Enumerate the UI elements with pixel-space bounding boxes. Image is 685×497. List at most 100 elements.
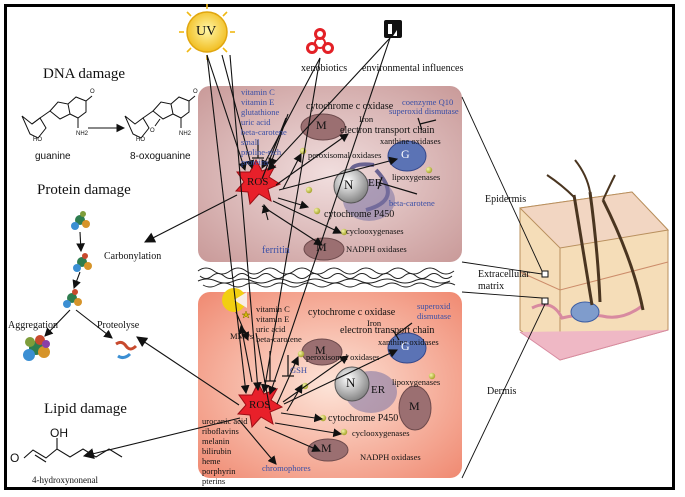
epidermis-g-label: G: [401, 147, 410, 161]
dermis-m3-label: M: [409, 399, 420, 413]
dermis-cyclooxygenases: cyclooxygenases: [352, 428, 410, 438]
uv-sun-icon: [179, 4, 235, 60]
figure-border: [4, 4, 675, 490]
dna-damage-heading: DNA damage: [43, 66, 126, 82]
factory-icon: [384, 20, 402, 38]
epidermis-cyclooxygenases: cyclooxygenases: [346, 226, 404, 236]
dermis-chromophores: chromophores: [262, 463, 311, 473]
dermis-antioxidant-list: vitamin C vitamin E uric acid beta-carot…: [256, 304, 302, 344]
dermis-label: Dermis: [487, 386, 517, 397]
chromophore-item: heme: [202, 456, 221, 466]
chromophore-item: bilirubin: [202, 446, 232, 456]
uv-label: UV: [196, 24, 217, 39]
aggregation-label: Aggregation: [8, 320, 58, 331]
dermis-m1-label: M: [315, 343, 326, 357]
epidermis-er-label: ER: [368, 177, 383, 189]
hne-name-label: 4-hydroxynonenal: [32, 475, 98, 485]
antioxidant-item: uric acid: [256, 324, 286, 334]
biohazard-icon: [306, 28, 334, 54]
epidermis-sod: superoxid dismutase: [389, 106, 459, 116]
guanine-label: guanine: [35, 151, 71, 162]
extracellular-fibers: [197, 267, 456, 288]
hne-oh-label: OH: [50, 426, 68, 440]
lipid-damage-heading: Lipid damage: [44, 401, 127, 417]
guanine-ho-label: HO: [33, 137, 42, 143]
hne-o-label: O: [10, 451, 20, 465]
dermis-sod-line1: superoxid: [417, 301, 451, 311]
oxoguanine-o-label: O: [193, 89, 198, 95]
antioxidant-item: uric acid: [241, 117, 271, 127]
epidermis-xanthine: xanthine oxidases: [380, 136, 441, 146]
chromophore-item: pterins: [202, 476, 226, 486]
antioxidant-item: small: [241, 137, 260, 147]
epidermis-label: Epidermis: [485, 194, 527, 205]
hne-structure: [23, 438, 123, 463]
proteolyse-label: Proteolyse: [97, 320, 140, 331]
skin-block: [518, 159, 670, 361]
epidermis-antioxidant-list: vitamin C vitamin E glutathione uric aci…: [241, 87, 287, 167]
dermis-ros-label: ROS: [249, 399, 271, 411]
epidermis-m1-label: M: [316, 118, 327, 132]
protein-structures: [23, 211, 138, 361]
antioxidant-item: vitamin E: [256, 314, 290, 324]
epidermis-beta-carotene: beta-carotene: [389, 198, 435, 208]
oxoguanine-label: 8-oxoguanine: [130, 151, 191, 162]
dermis-p450: cytochrome P450: [328, 413, 399, 424]
epidermis-cell-body: [198, 86, 462, 262]
dermis-gsh: GSH: [290, 365, 308, 375]
epidermis-nadph: NADPH oxidases: [346, 244, 407, 254]
guanine-o-label: O: [90, 89, 95, 95]
antioxidant-item: glutathione: [241, 107, 280, 117]
carbonylation-label: Carbonylation: [104, 251, 162, 262]
antioxidant-item: beta-carotene: [256, 334, 302, 344]
dermis-m2-label: M: [321, 441, 332, 455]
chromophore-item: porphyrin: [202, 466, 236, 476]
dermis-chromophore-list: urocanic acid riboflavins melanin biliru…: [202, 416, 248, 486]
epidermis-coq10: coenzyme Q10: [402, 97, 454, 107]
guanine-structure: [21, 95, 93, 139]
epidermis-iron: Iron: [359, 114, 374, 124]
antioxidant-item: proteins: [241, 157, 269, 167]
protein-damage-heading: Protein damage: [37, 182, 131, 198]
epidermis-p450: cytochrome P450: [324, 209, 395, 220]
dermis-mmps: MMPs: [230, 331, 254, 341]
chromophore-item: riboflavins: [202, 426, 239, 436]
dermis-n-label: N: [346, 375, 356, 390]
extracellular-matrix-label: Extracellular matrix: [478, 269, 530, 293]
oxoguanine-o8-label: O: [150, 128, 155, 134]
antioxidant-item: proline-rich: [241, 147, 282, 157]
epidermis-m2-label: M: [316, 240, 327, 254]
chromophore-item: melanin: [202, 436, 230, 446]
antioxidant-item: vitamin E: [241, 97, 275, 107]
oxoguanine-structure: [124, 95, 196, 139]
antioxidant-item: beta-carotene: [241, 127, 287, 137]
epidermis-peroxisomal: peroxisomal oxidases: [308, 150, 382, 160]
dermis-nadph: NADPH oxidases: [360, 452, 421, 462]
antioxidant-item: vitamin C: [256, 304, 290, 314]
guanine-nh2-label: NH2: [76, 131, 89, 137]
dermis-etc: electron transport chain: [340, 325, 435, 336]
ecm-label-line1: Extracellular: [478, 269, 530, 280]
xenobiotics-label: xenobiotics: [301, 63, 348, 74]
dermis-g-label: G: [401, 339, 410, 353]
dermis-xanthine: xanthine oxidases: [378, 337, 439, 347]
chromophore-item: urocanic acid: [202, 416, 248, 426]
epidermis-ros-label: ROS: [247, 176, 269, 188]
antioxidant-item: vitamin C: [241, 87, 275, 97]
ecm-label-line2: matrix: [478, 281, 505, 292]
oxoguanine-ho-label: HO: [136, 137, 145, 143]
dermis-cytochrome-c-oxidase: cytochrome c oxidase: [308, 307, 396, 318]
dermis-lipoxygenases: lipoxygenases: [392, 377, 441, 387]
epidermis-cytochrome-c-oxidase: cytochrome c oxidase: [306, 101, 394, 112]
dermis-er-label: ER: [371, 384, 386, 396]
epidermis-ferritin: ferritin: [262, 245, 290, 256]
epidermis-etc: electron transport chain: [340, 125, 435, 136]
dermis-iron: Iron: [367, 318, 382, 328]
epidermis-n-label: N: [344, 177, 354, 192]
oxoguanine-nh2-label: NH2: [179, 131, 192, 137]
environmental-influences-label: environmental influences: [362, 63, 464, 74]
epidermis-lipoxygenases: lipoxygenases: [392, 172, 441, 182]
dermis-sod-line2: dismutase: [417, 311, 451, 321]
